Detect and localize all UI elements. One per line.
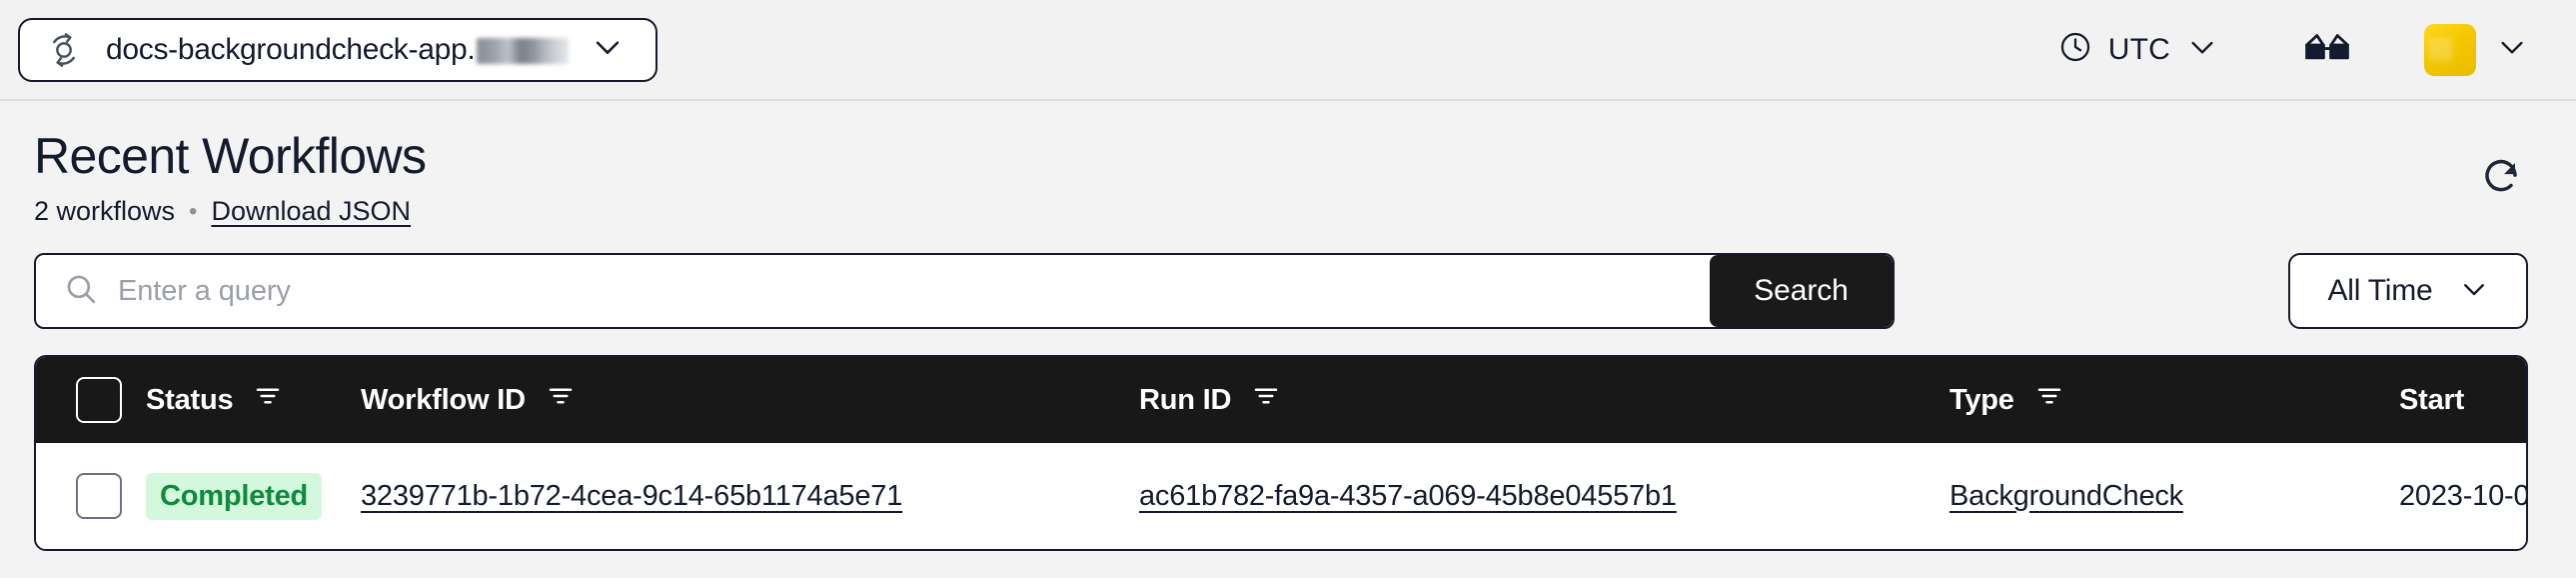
time-range-label: All Time — [2327, 274, 2433, 307]
filter-icon[interactable] — [253, 381, 283, 419]
glasses-icon — [2304, 32, 2350, 67]
chevron-down-icon[interactable] — [2186, 31, 2218, 68]
top-bar: docs-backgroundcheck-app. UTC — [0, 0, 2576, 101]
start-time: 2023-10-02 UT — [2399, 479, 2526, 512]
search-button[interactable]: Search — [1710, 255, 1893, 327]
page-header-text: Recent Workflows 2 workflows • Download … — [34, 127, 427, 227]
page-title: Recent Workflows — [34, 128, 427, 184]
workflow-count: 2 workflows — [34, 196, 176, 226]
filter-icon[interactable] — [2034, 381, 2064, 419]
header-run-id: Run ID — [1125, 357, 1930, 443]
header-workflow-id-label: Workflow ID — [361, 383, 526, 416]
header-start-label: Start — [2399, 383, 2465, 416]
filter-icon[interactable] — [546, 381, 576, 419]
select-all-checkbox[interactable] — [76, 377, 122, 423]
table-row[interactable]: Completed 3239771b-1b72-4cea-9c14-65b117… — [36, 443, 2526, 549]
header-workflow-id: Workflow ID — [351, 357, 1125, 443]
chevron-down-icon[interactable] — [2459, 274, 2489, 309]
namespace-redacted-suffix — [477, 37, 570, 64]
search-row: Search All Time — [34, 253, 2542, 329]
header-status: Status — [146, 357, 351, 443]
row-start-cell: 2023-10-02 UT — [2379, 443, 2526, 549]
top-bar-right-group: UTC — [2048, 23, 2528, 76]
header-start: Start — [2379, 357, 2526, 443]
namespace-name: docs-backgroundcheck-app. — [106, 32, 476, 66]
header-select-all — [36, 357, 146, 443]
row-checkbox[interactable] — [76, 473, 122, 519]
user-menu[interactable] — [2424, 23, 2528, 76]
time-range-selector[interactable]: All Time — [2288, 253, 2528, 329]
header-run-id-label: Run ID — [1139, 383, 1232, 416]
search-input[interactable] — [118, 274, 1710, 308]
workflow-type-link[interactable]: BackgroundCheck — [1949, 479, 2183, 512]
table-header-row: Status Workflow ID — [36, 357, 2526, 443]
download-json-link[interactable]: Download JSON — [211, 196, 412, 226]
labs-mode-button[interactable] — [2304, 27, 2350, 73]
namespace-circular-arrows-icon — [44, 30, 84, 70]
refresh-icon — [2480, 155, 2522, 202]
run-id-link[interactable]: ac61b782-fa9a-4357-a069-45b8e04557b1 — [1139, 479, 1677, 512]
row-workflow-id-cell: 3239771b-1b72-4cea-9c14-65b1174a5e71 — [351, 443, 1125, 549]
namespace-label: docs-backgroundcheck-app. — [106, 32, 570, 67]
timezone-selector[interactable]: UTC — [2048, 24, 2228, 75]
row-select-cell — [36, 443, 146, 549]
page-content: Recent Workflows 2 workflows • Download … — [0, 101, 2576, 551]
row-run-id-cell: ac61b782-fa9a-4357-a069-45b8e04557b1 — [1125, 443, 1930, 549]
search-field[interactable] — [36, 255, 1710, 327]
header-type-label: Type — [1949, 383, 2014, 416]
filter-icon[interactable] — [1251, 381, 1281, 419]
status-badge: Completed — [146, 472, 323, 520]
header-status-label: Status — [146, 383, 234, 416]
search-icon — [64, 272, 98, 311]
chevron-down-icon[interactable] — [2496, 31, 2528, 68]
row-type-cell: BackgroundCheck — [1930, 443, 2379, 549]
page-subtitle: 2 workflows • Download JSON — [34, 196, 426, 227]
clock-icon — [2058, 30, 2092, 69]
workflow-id-link[interactable]: 3239771b-1b72-4cea-9c14-65b1174a5e71 — [361, 479, 903, 512]
search-box: Search — [34, 253, 1895, 329]
workflows-table: Status Workflow ID — [34, 355, 2528, 551]
separator-dot: • — [189, 197, 198, 225]
chevron-down-icon[interactable] — [591, 30, 625, 69]
refresh-button[interactable] — [2474, 151, 2528, 205]
avatar — [2424, 23, 2476, 76]
timezone-label: UTC — [2107, 32, 2170, 66]
header-type: Type — [1930, 357, 2379, 443]
namespace-selector[interactable]: docs-backgroundcheck-app. — [18, 17, 657, 82]
page-header: Recent Workflows 2 workflows • Download … — [34, 101, 2542, 227]
row-status-cell: Completed — [146, 443, 351, 549]
